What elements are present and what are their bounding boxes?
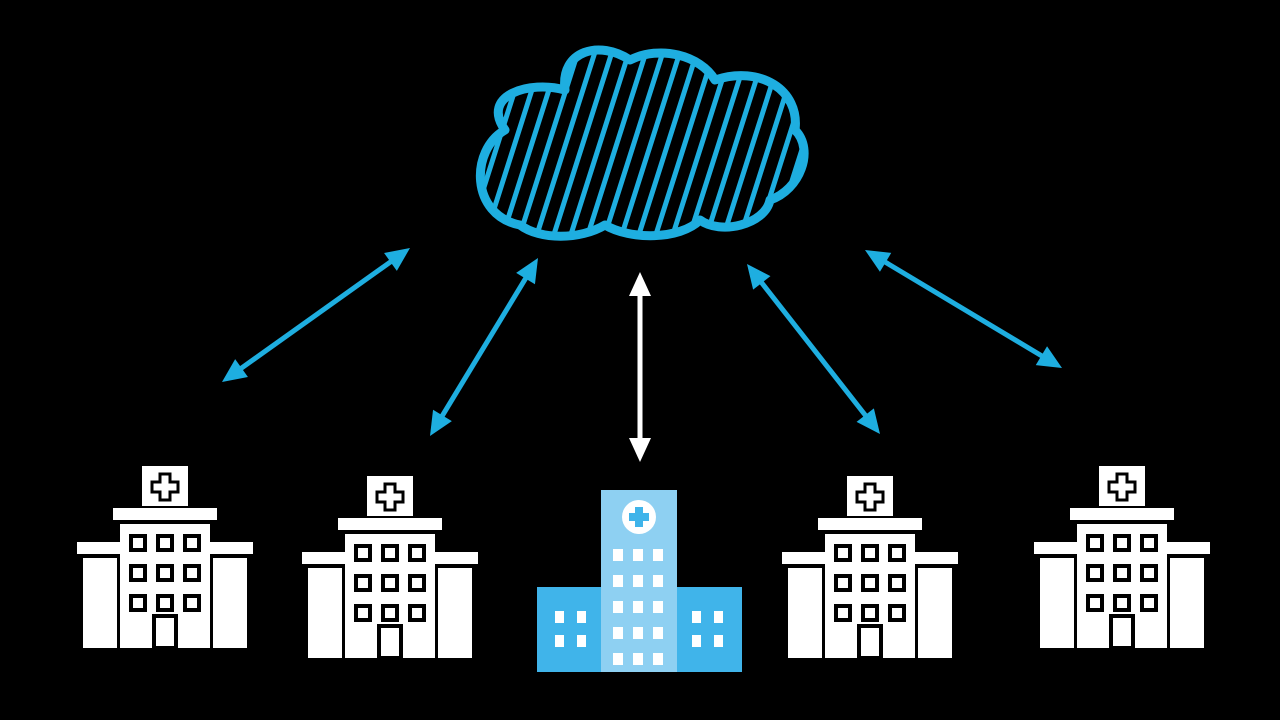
- medical-cross-icon: [855, 482, 885, 512]
- link-hospital-5-arrow: [865, 250, 1062, 368]
- hospitals: [77, 466, 1210, 672]
- hospital-center: [537, 490, 742, 672]
- link-hospital-center-arrow: [629, 272, 651, 462]
- medical-cross-icon: [150, 472, 180, 502]
- link-hospital-4-arrow: [747, 264, 880, 434]
- medical-cross-icon: [375, 482, 405, 512]
- hospital-2: [302, 476, 478, 660]
- hospital-1: [77, 466, 253, 650]
- link-hospital-2-arrow: [430, 258, 538, 436]
- medical-cross-icon: [1107, 472, 1137, 502]
- link-hospital-1-arrow: [222, 248, 410, 382]
- connections: [222, 248, 1062, 462]
- medical-cross-icon: [622, 500, 656, 534]
- hospital-5: [1034, 466, 1210, 650]
- cloud-icon: [475, 45, 809, 241]
- hospital-4: [782, 476, 958, 660]
